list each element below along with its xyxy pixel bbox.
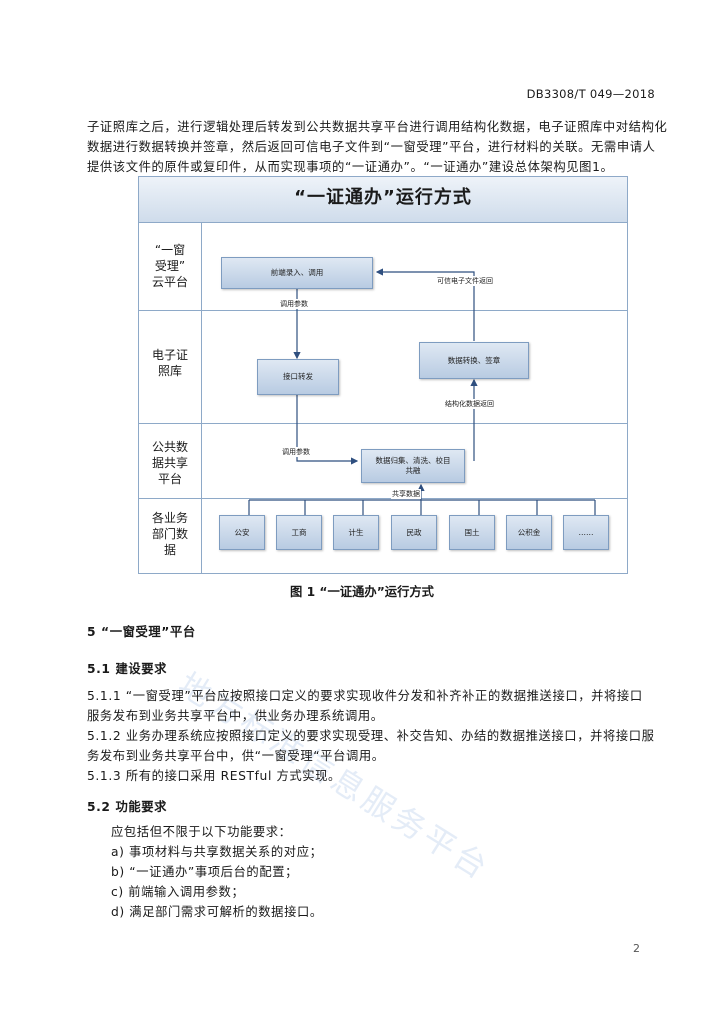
frontend-box: 前端录入、调用 [221, 257, 373, 289]
label-call-param: 调用参数 [281, 447, 311, 457]
dept-box: 工商 [276, 515, 322, 550]
dept-box: 公积金 [506, 515, 552, 550]
dept-box: 国土 [449, 515, 495, 550]
interface-box: 接口转发 [257, 359, 339, 395]
diagram-arrows [248, 268, 596, 515]
page-number: 2 [633, 942, 640, 955]
architecture-diagram: “一证通办”运行方式 “一窗 受理” 云平台 电子证 照库 公共数 据共享 平台… [138, 176, 628, 574]
dept-box: 公安 [219, 515, 265, 550]
section-5-heading: 5 “一窗受理”平台 [87, 625, 196, 639]
clause-5-1-3: 5.1.3 所有的接口采用 RESTful 方式实现。 [87, 769, 341, 783]
list-item: a) 事项材料与共享数据关系的对应； [111, 845, 323, 859]
clause-5-1-1: 5.1.1 “一窗受理”平台应按照接口定义的要求实现收件分发和补齐补正的数据推送… [87, 689, 643, 723]
lane-separator [139, 423, 627, 424]
intro-line: 数据进行数据转换并签章，然后返回可信电子文件到“一窗受理”平台，进行材料的关联。… [87, 140, 656, 154]
dept-box: 计生 [333, 515, 379, 550]
lane-label-departments: 各业务 部门数 据 [151, 511, 188, 557]
collect-box: 数据归集、清洗、校目 共融 [361, 449, 465, 483]
label-shared-data: 共享数据 [391, 489, 421, 499]
section-5-1-heading: 5.1 建设要求 [87, 662, 168, 676]
lane-label-license-db: 电子证 照库 [151, 348, 188, 378]
figure-caption: 图 1 “一证通办”运行方式 [290, 585, 434, 599]
list-item: b) “一证通办”事项后台的配置； [111, 865, 299, 879]
lane-separator [139, 310, 627, 311]
function-requirements: 应包括但不限于以下功能要求： a) 事项材料与共享数据关系的对应； b) “一证… [87, 822, 659, 922]
lane-label-window-platform: “一窗 受理” 云平台 [151, 243, 188, 289]
clause-5-1-2: 5.1.2 业务办理系统应按照接口定义的要求实现受理、补交告知、办结的数据推送接… [87, 729, 655, 763]
lane-divider [201, 222, 202, 573]
document-code: DB3308/T 049—2018 [526, 87, 655, 101]
section-5-2-heading: 5.2 功能要求 [87, 800, 168, 814]
intro-line: 提供该文件的原件或复印件，从而实现事项的“一证通办”。“一证通办”建设总体架构见… [87, 160, 614, 174]
lane-label-shared-platform: 公共数 据共享 平台 [151, 440, 188, 486]
lane-separator [139, 498, 627, 499]
label-trusted-return: 可信电子文件返回 [436, 276, 494, 286]
label-struct-return: 结构化数据返回 [444, 399, 495, 409]
label-call-param: 调用参数 [279, 299, 309, 309]
list-item: c) 前端输入调用参数； [111, 885, 245, 899]
dept-box: 民政 [391, 515, 437, 550]
intro-paragraph: 子证照库之后，进行逻辑处理后转发到公共数据共享平台进行调用结构化数据，电子证照库… [87, 117, 668, 177]
intro-line: 子证照库之后，进行逻辑处理后转发到公共数据共享平台进行调用结构化数据，电子证照库… [87, 120, 668, 134]
list-item: d) 满足部门需求可解析的数据接口。 [111, 905, 323, 919]
dept-box: …… [563, 515, 609, 550]
diagram-title: “一证通办”运行方式 [139, 177, 627, 223]
convert-box: 数据转换、签章 [419, 342, 529, 379]
